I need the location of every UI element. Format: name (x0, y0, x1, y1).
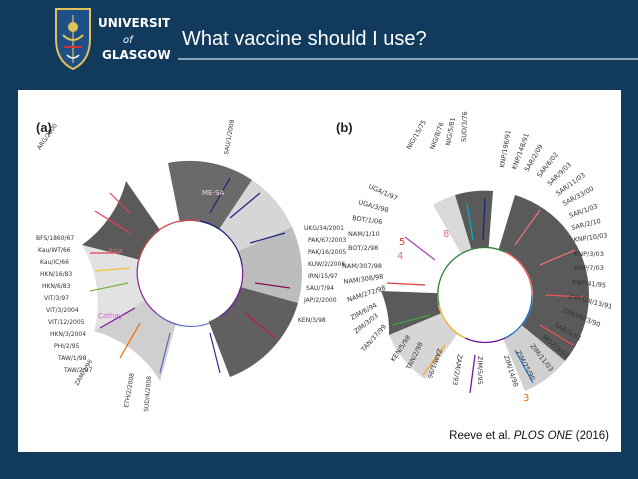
svg-text:SAU/1/2008: SAU/1/2008 (223, 119, 236, 155)
svg-text:ARG/2000: ARG/2000 (36, 122, 59, 151)
region-label-cathay: Cathay (98, 312, 123, 320)
svg-text:KUW/2/2006: KUW/2/2006 (308, 261, 345, 268)
svg-text:NIG/5/81: NIG/5/81 (444, 117, 457, 147)
title-divider (178, 58, 638, 60)
svg-text:BOT/1/06: BOT/1/06 (352, 214, 383, 226)
svg-text:NIG/15/75: NIG/15/75 (405, 119, 428, 151)
figure-citation: Reeve et al. PLOS ONE (2016) (449, 430, 609, 442)
svg-text:UGA/3/98: UGA/3/98 (357, 198, 389, 214)
svg-text:VIT/12/2005: VIT/12/2005 (48, 319, 85, 326)
phylogeny-figure: ME-SA Cathay Asia ARG/2000 BFS/1860/67 K… (18, 90, 621, 420)
svg-text:NAM/1/10: NAM/1/10 (348, 230, 380, 238)
svg-text:NAM/308/98: NAM/308/98 (343, 272, 384, 285)
logo-text-1: UNIVERSITY (98, 16, 170, 30)
marker-3: 3 (523, 393, 529, 404)
svg-text:Kau/WT/66: Kau/WT/66 (38, 247, 71, 254)
svg-text:Kau/IC/66: Kau/IC/66 (40, 259, 69, 266)
region-label-mesa: ME-SA (202, 189, 225, 197)
svg-text:KNP/3/03: KNP/3/03 (574, 250, 604, 258)
marker-4: 4 (397, 251, 403, 262)
svg-text:VIT/3/2004: VIT/3/2004 (46, 307, 79, 314)
svg-text:PHI/2/95: PHI/2/95 (54, 343, 80, 350)
svg-text:PAK/16/2005: PAK/16/2005 (308, 249, 346, 256)
svg-text:KEN/3/98: KEN/3/98 (298, 317, 326, 324)
svg-text:UGA/1/97: UGA/1/97 (367, 183, 399, 203)
svg-text:BFS/1860/67: BFS/1860/67 (36, 235, 74, 242)
svg-text:IRN/15/97: IRN/15/97 (308, 273, 338, 280)
svg-text:HKN/16/83: HKN/16/83 (40, 271, 72, 278)
slide-title: What vaccine should I use? (182, 28, 427, 51)
svg-text:TAW/1/98: TAW/1/98 (57, 355, 87, 362)
svg-text:HKN/3/2004: HKN/3/2004 (50, 331, 86, 338)
slide-header: UNIVERSITY of GLASGOW What vaccine shoul… (0, 0, 638, 85)
svg-text:SUD/3/76: SUD/3/76 (460, 111, 469, 142)
svg-text:VIT/3/97: VIT/3/97 (44, 295, 69, 302)
svg-text:KNP/7/03: KNP/7/03 (574, 264, 604, 272)
tree-a: ME-SA Cathay Asia (78, 161, 302, 385)
svg-text:KNP/10/03: KNP/10/03 (573, 231, 608, 244)
svg-text:UKG/34/2001: UKG/34/2001 (304, 225, 344, 232)
logo-text-3: GLASGOW (102, 48, 170, 62)
crest-icon (56, 9, 90, 69)
logo-text-2: of (123, 35, 134, 46)
svg-text:JAP/2/2000: JAP/2/2000 (303, 297, 337, 304)
svg-text:SAR/1/03: SAR/1/03 (568, 202, 599, 220)
svg-text:ETH/2/2008: ETH/2/2008 (123, 372, 136, 408)
marker-5: 5 (399, 237, 405, 248)
svg-text:NIG/8/76: NIG/8/76 (428, 121, 445, 151)
svg-text:NAM/272/98: NAM/272/98 (346, 284, 386, 304)
svg-text:SAR/2/10: SAR/2/10 (571, 217, 602, 232)
svg-text:HKN/6/83: HKN/6/83 (42, 283, 71, 290)
svg-text:SAU/7/94: SAU/7/94 (306, 285, 334, 292)
slide-footer (0, 452, 638, 479)
svg-text:BOT/2/98: BOT/2/98 (348, 244, 378, 252)
svg-text:SUD/4/2008: SUD/4/2008 (143, 376, 153, 413)
figure-panel: (a) (b) (18, 90, 621, 452)
svg-text:ZIM/5/95: ZIM/5/95 (476, 356, 484, 385)
university-logo: UNIVERSITY of GLASGOW (50, 5, 170, 75)
svg-text:NAM/307/98: NAM/307/98 (342, 262, 382, 270)
tree-b: 8 5 4 3 (381, 191, 589, 404)
marker-8: 8 (443, 229, 449, 240)
region-label-asia: Asia (108, 247, 123, 255)
svg-text:ZAM/2/93: ZAM/2/93 (451, 354, 464, 386)
svg-text:PAK/67/2003: PAK/67/2003 (308, 237, 346, 244)
svg-text:KNP/196/91: KNP/196/91 (498, 129, 512, 168)
